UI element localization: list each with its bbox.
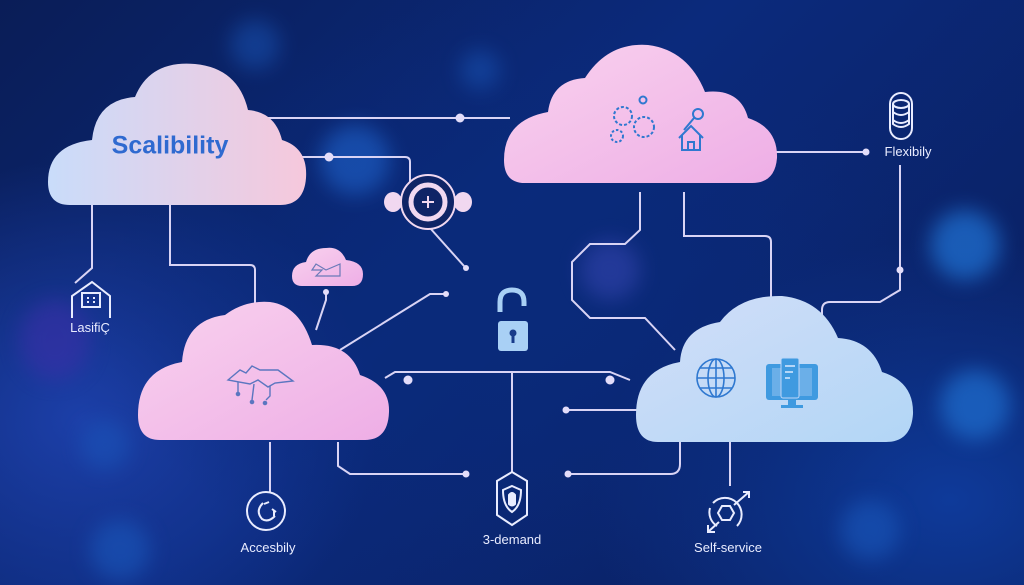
database-icon bbox=[889, 92, 913, 140]
shield-icon bbox=[496, 470, 528, 527]
bokeh-light bbox=[930, 210, 1000, 280]
desktop-monitor-icon bbox=[766, 357, 818, 408]
globe-icon bbox=[696, 358, 736, 398]
bokeh-light bbox=[20, 300, 90, 380]
bokeh-light bbox=[840, 500, 900, 560]
connector-lines bbox=[74, 117, 901, 492]
top-right-cloud bbox=[504, 44, 778, 184]
bokeh-light bbox=[460, 50, 500, 90]
bokeh-light bbox=[940, 370, 1010, 440]
add-target-icon[interactable] bbox=[384, 174, 472, 230]
bokeh-light bbox=[230, 20, 280, 70]
gears-icon bbox=[610, 95, 655, 143]
flexibility-label: Flexibily bbox=[884, 144, 932, 159]
house-window-icon bbox=[71, 280, 111, 318]
scalability-title: Scalibility bbox=[111, 131, 229, 160]
refresh-moon-icon bbox=[246, 491, 286, 531]
hexagon-arrow-icon bbox=[707, 491, 750, 533]
connector-dots bbox=[323, 113, 904, 478]
small-cloud bbox=[292, 247, 363, 286]
self-service-label: Self-service bbox=[694, 540, 762, 555]
unlock-icon bbox=[497, 287, 528, 351]
accessibility-label: Accesbily bbox=[240, 540, 296, 555]
home-user-icon bbox=[678, 108, 704, 151]
bottom-left-cloud bbox=[138, 301, 390, 440]
elastic-label: LasifiÇ bbox=[70, 320, 110, 335]
on-demand-label: 3-demand bbox=[482, 532, 542, 547]
bokeh-light bbox=[80, 420, 130, 470]
bokeh-light bbox=[90, 520, 150, 580]
network-link-icon bbox=[310, 263, 341, 277]
circuit-map-icon bbox=[226, 365, 295, 406]
bokeh-light bbox=[580, 240, 640, 300]
scalability-cloud bbox=[48, 63, 307, 205]
